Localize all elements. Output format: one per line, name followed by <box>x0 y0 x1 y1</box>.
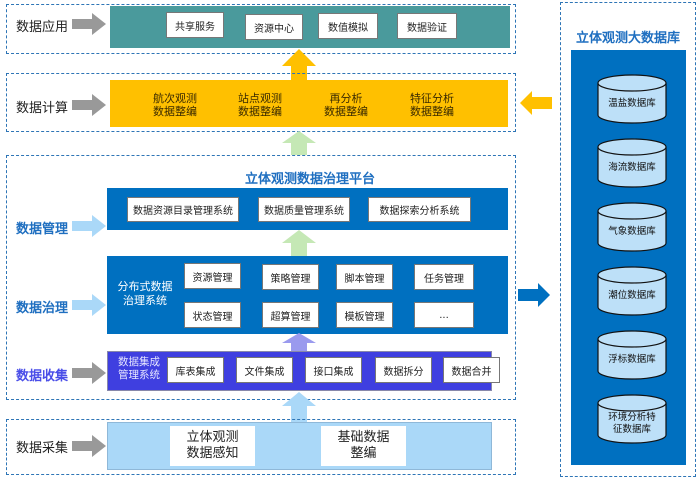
light-blue-up-arrow-icon <box>282 392 316 424</box>
database-cylinder[interactable]: 海流数据库 <box>596 138 668 188</box>
database-label: 潮位数据库 <box>608 290 656 301</box>
acquisition-label: 数据采集 <box>16 441 69 456</box>
compute-item-line: 数据整编 <box>153 105 197 118</box>
computation-panel <box>110 80 508 127</box>
acq-item-line: 基础数据 <box>337 430 390 445</box>
management-label: 数据管理 <box>16 222 69 237</box>
app-item-numerical-simulation[interactable]: 数值模拟 <box>318 13 378 39</box>
database-label: 海流数据库 <box>608 162 656 173</box>
gov-item-resource[interactable]: 资源管理 <box>184 263 241 289</box>
collect-item-table[interactable]: 库表集成 <box>167 357 224 383</box>
system-title-line: 分布式数据 <box>117 280 173 293</box>
compute-item-feature[interactable]: 特征分析数据整编 <box>397 92 467 118</box>
database-cylinder[interactable]: 潮位数据库 <box>596 266 668 316</box>
mgmt-item-quality[interactable]: 数据质量管理系统 <box>258 197 350 222</box>
database-cylinder[interactable]: 温盐数据库 <box>596 74 668 124</box>
gov-item-status[interactable]: 状态管理 <box>184 302 241 328</box>
database-panel: 温盐数据库 海流数据库 气象数据库 潮位数据库 浮标数据库 环境分析特征数据库 <box>571 50 686 465</box>
green-up-arrow-icon <box>282 131 316 155</box>
database-cylinder[interactable]: 气象数据库 <box>596 202 668 252</box>
compute-item-line: 数据整编 <box>238 105 282 118</box>
compute-item-reanalysis[interactable]: 再分析数据整编 <box>311 92 381 118</box>
cylinder-icon <box>597 138 667 188</box>
database-label: 环境分析特 <box>608 412 656 423</box>
app-item-resource-center[interactable]: 资源中心 <box>245 14 303 40</box>
app-item-data-validation[interactable]: 数据验证 <box>397 13 457 39</box>
collection-label: 数据收集 <box>16 369 69 384</box>
cylinder-icon <box>597 394 667 444</box>
system-title-line: 数据集成 <box>118 356 160 368</box>
compute-item-line: 数据整编 <box>410 105 454 118</box>
gray-arrow-icon <box>72 94 106 116</box>
platform-layer <box>6 155 516 400</box>
purple-up-arrow-icon <box>282 333 316 353</box>
compute-item-line: 站点观测 <box>238 92 282 105</box>
database-label: 征数据库 <box>612 424 651 435</box>
application-label: 数据应用 <box>16 20 69 35</box>
mgmt-item-exploration[interactable]: 数据探索分析系统 <box>368 197 471 222</box>
gov-item-script[interactable]: 脚本管理 <box>336 264 393 290</box>
light-blue-arrow-icon <box>72 294 106 316</box>
cylinder-icon <box>597 266 667 316</box>
app-item-shared-service[interactable]: 共享服务 <box>166 12 224 38</box>
compute-item-line: 特征分析 <box>410 92 454 105</box>
database-label: 浮标数据库 <box>608 354 656 365</box>
compute-item-line: 航次观测 <box>153 92 197 105</box>
database-cylinder[interactable]: 浮标数据库 <box>596 330 668 380</box>
gov-item-template[interactable]: 模板管理 <box>336 302 393 328</box>
acquisition-panel <box>107 422 492 470</box>
system-title-line: 管理系统 <box>118 369 160 381</box>
acq-item-perception[interactable]: 立体观测数据感知 <box>170 426 255 466</box>
compute-item-line: 数据整编 <box>324 105 368 118</box>
yellow-up-arrow-icon <box>282 49 316 83</box>
governance-system-title: 分布式数据治理系统 <box>112 280 178 308</box>
database-label: 温盐数据库 <box>608 98 656 109</box>
gov-item-supercomputing[interactable]: 超算管理 <box>262 302 319 328</box>
computation-label: 数据计算 <box>16 101 69 116</box>
yellow-left-arrow-icon <box>520 91 552 115</box>
blue-right-arrow-icon <box>518 283 550 307</box>
compute-item-line: 再分析 <box>329 92 363 105</box>
database-label: 气象数据库 <box>608 226 656 237</box>
acq-item-basic[interactable]: 基础数据整编 <box>321 426 406 466</box>
mgmt-item-catalog[interactable]: 数据资源目录管理系统 <box>127 197 239 222</box>
database-layer <box>560 2 696 477</box>
cylinder-icon <box>597 330 667 380</box>
collect-item-interface[interactable]: 接口集成 <box>305 357 362 383</box>
gov-item-strategy[interactable]: 策略管理 <box>262 264 319 290</box>
acquisition-layer <box>6 419 516 475</box>
collection-system-title: 数据集成管理系统 <box>113 356 165 382</box>
database-title: 立体观测大数据库 <box>575 31 680 46</box>
gov-item-more[interactable]: ... <box>414 302 474 328</box>
compute-item-station[interactable]: 站点观测数据整编 <box>225 92 295 118</box>
gray-arrow-icon <box>72 435 106 457</box>
collect-item-merge[interactable]: 数据合并 <box>443 357 500 383</box>
compute-item-voyage[interactable]: 航次观测数据整编 <box>140 92 210 118</box>
acq-item-line: 整编 <box>350 446 377 461</box>
application-layer <box>6 4 516 54</box>
database-cylinder[interactable]: 环境分析特征数据库 <box>596 394 668 444</box>
cylinder-icon <box>597 202 667 252</box>
light-blue-arrow-icon <box>72 215 106 237</box>
governance-label: 数据治理 <box>16 301 69 316</box>
acq-item-line: 数据感知 <box>186 446 239 461</box>
gray-arrow-icon <box>72 13 106 35</box>
computation-layer <box>6 73 516 132</box>
system-title-line: 治理系统 <box>123 294 167 307</box>
gray-arrow-icon <box>72 362 106 384</box>
acq-item-line: 立体观测 <box>186 430 239 445</box>
cylinder-icon <box>597 74 667 124</box>
collect-item-split[interactable]: 数据拆分 <box>375 357 432 383</box>
gov-item-task[interactable]: 任务管理 <box>414 264 474 290</box>
green-up-arrow-icon <box>282 230 316 256</box>
collect-item-file[interactable]: 文件集成 <box>236 357 293 383</box>
platform-title: 立体观测数据治理平台 <box>244 172 375 187</box>
